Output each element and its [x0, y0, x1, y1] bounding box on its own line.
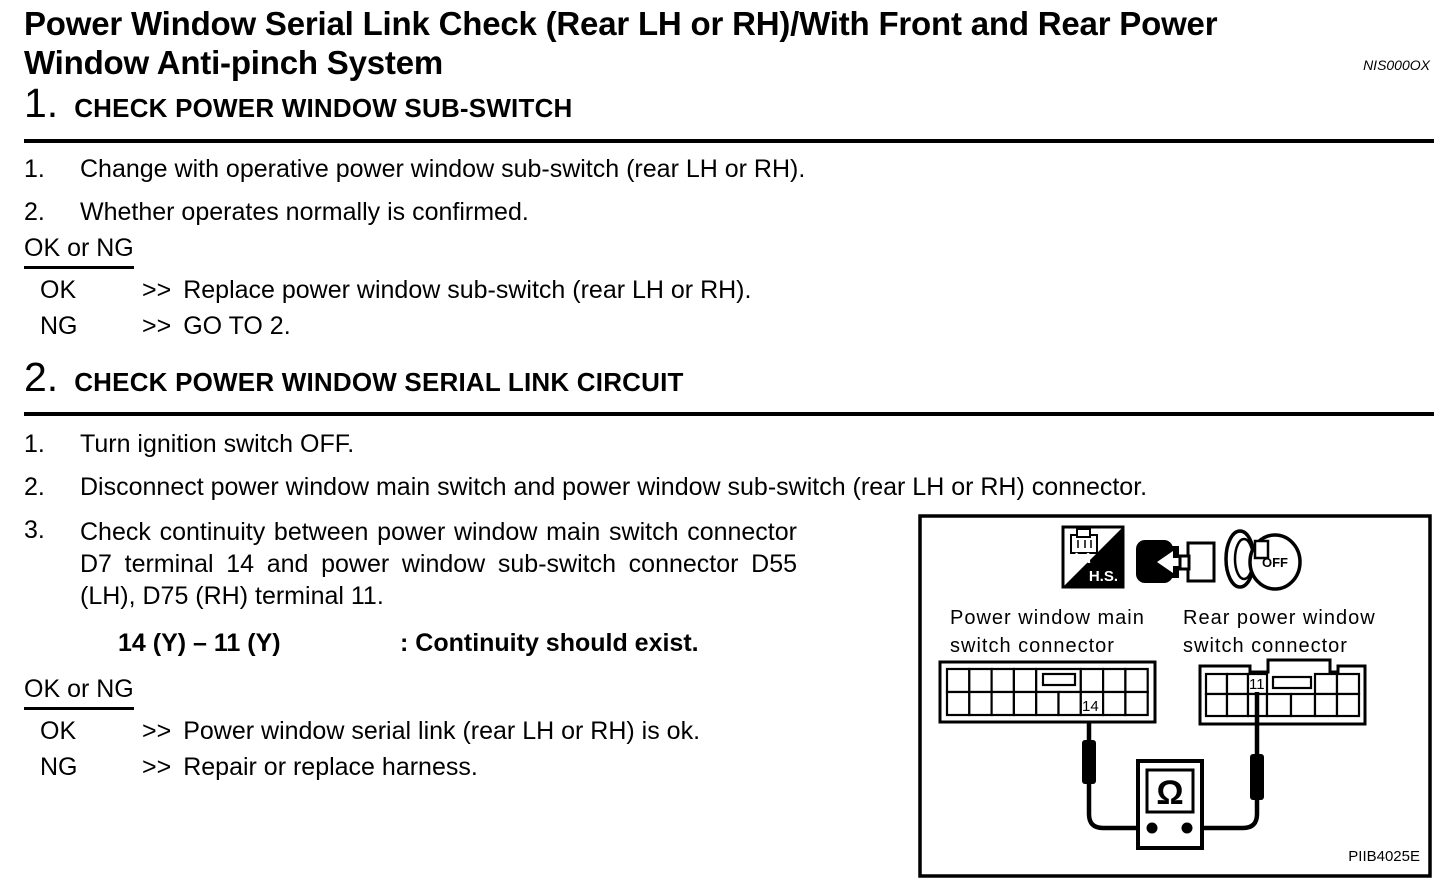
- result-arrow: >>: [142, 753, 172, 781]
- document-code: NIS000OX: [1363, 57, 1430, 73]
- step-item: 2. Whether operates normally is confirme…: [24, 198, 805, 227]
- left-connector-label-line2: switch connector: [950, 635, 1115, 657]
- step-number: 2.: [24, 473, 45, 501]
- result-arrow: >>: [142, 312, 172, 340]
- terminal-14-label: 14: [1082, 698, 1099, 715]
- step-item: 1. Turn ignition switch OFF.: [24, 430, 1147, 459]
- harness-connector-glyph: [1070, 528, 1098, 564]
- result-text: Power window serial link (rear LH or RH)…: [183, 717, 701, 745]
- result-text: Replace power window sub-switch (rear LH…: [183, 276, 752, 304]
- right-connector-label-line1: Rear power window: [1183, 607, 1376, 629]
- hs-icon-label: H.S.: [1089, 568, 1118, 585]
- step-item: 1. Change with operative power window su…: [24, 155, 805, 184]
- main-switch-connector-diagram: 14: [938, 660, 1157, 724]
- result-text: GO TO 2.: [183, 312, 291, 340]
- result-label: NG: [40, 753, 78, 781]
- section-2-results: OK >> Power window serial link (rear LH …: [24, 717, 700, 789]
- ok-or-ng-label: OK or NG: [24, 675, 134, 710]
- section-2-steps: 1. Turn ignition switch OFF. 2. Disconne…: [24, 430, 1147, 626]
- section-1-header: 1. CHECK POWER WINDOW SUB-SWITCH: [24, 80, 573, 127]
- result-label: NG: [40, 312, 78, 340]
- step-text: Check continuity between power window ma…: [80, 518, 797, 610]
- terminal-11-label: 11: [1249, 676, 1265, 693]
- step-text: Whether operates normally is confirmed.: [80, 198, 529, 226]
- ignition-off-icon: OFF: [1224, 529, 1302, 591]
- section-divider: [24, 139, 1434, 143]
- spec-condition: : Continuity should exist.: [400, 629, 699, 657]
- page-title: Power Window Serial Link Check (Rear LH …: [24, 4, 1424, 82]
- section-2-number: 2.: [24, 354, 59, 400]
- step-text: Change with operative power window sub-s…: [80, 155, 806, 183]
- right-connector-label-line2: switch connector: [1183, 635, 1348, 657]
- ohmmeter-display: [1145, 768, 1195, 814]
- ohm-symbol: Ω: [1156, 774, 1183, 812]
- step-number: 1.: [24, 430, 45, 458]
- page-title-line1: Power Window Serial Link Check (Rear LH …: [24, 5, 1218, 42]
- result-arrow: >>: [142, 276, 172, 304]
- step-text: Disconnect power window main switch and …: [80, 473, 1148, 501]
- key-off-label: OFF: [1262, 555, 1288, 570]
- disconnect-connector-icon: [1136, 540, 1216, 583]
- spec-terminals: 14 (Y) – 11 (Y): [118, 629, 281, 657]
- ohmmeter: Ω: [1136, 759, 1204, 850]
- step-item: 3. Check continuity between power window…: [24, 516, 797, 612]
- test-lead-left: [1082, 721, 1149, 831]
- figure-code: PIIB4025E: [1348, 848, 1420, 865]
- ohmmeter-terminal: [1146, 822, 1158, 834]
- step-item: 2. Disconnect power window main switch a…: [24, 473, 1147, 502]
- figure-svg: H.S. OFF Power window main swit: [918, 514, 1432, 878]
- left-connector-label-line1: Power window main: [950, 607, 1145, 629]
- connector-key-slot: [1041, 672, 1077, 687]
- section-2-heading: CHECK POWER WINDOW SERIAL LINK CIRCUIT: [74, 367, 684, 397]
- result-row: OK >> Replace power window sub-switch (r…: [24, 276, 751, 305]
- step-text: Turn ignition switch OFF.: [80, 430, 355, 458]
- result-label: OK: [40, 717, 77, 745]
- section-1-results: OK >> Replace power window sub-switch (r…: [24, 276, 751, 348]
- result-arrow: >>: [142, 717, 172, 745]
- step-number: 3.: [24, 516, 45, 544]
- step-number: 2.: [24, 198, 45, 226]
- ohmmeter-terminal: [1181, 822, 1193, 834]
- section-1-heading: CHECK POWER WINDOW SUB-SWITCH: [74, 93, 573, 123]
- step-number: 1.: [24, 155, 45, 183]
- page-title-line2: Window Anti-pinch System: [24, 44, 444, 81]
- continuity-spec: 14 (Y) – 11 (Y) : Continuity should exis…: [118, 629, 699, 658]
- test-lead-right: [1190, 692, 1264, 831]
- result-row: OK >> Power window serial link (rear LH …: [24, 717, 700, 746]
- section-1-number: 1.: [24, 80, 59, 126]
- section-1-steps: 1. Change with operative power window su…: [24, 155, 805, 241]
- sub-switch-connector-diagram: 11: [1198, 658, 1367, 726]
- result-text: Repair or replace harness.: [183, 753, 478, 781]
- section-2-header: 2. CHECK POWER WINDOW SERIAL LINK CIRCUI…: [24, 354, 684, 401]
- hs-icon: H.S.: [1061, 525, 1125, 589]
- result-row: NG >> Repair or replace harness.: [24, 753, 700, 782]
- continuity-check-figure: H.S. OFF Power window main swit: [918, 514, 1432, 878]
- result-row: NG >> GO TO 2.: [24, 312, 751, 341]
- ok-or-ng-label: OK or NG: [24, 234, 134, 269]
- result-label: OK: [40, 276, 77, 304]
- section-divider: [24, 412, 1434, 416]
- connector-key-slot: [1271, 675, 1313, 690]
